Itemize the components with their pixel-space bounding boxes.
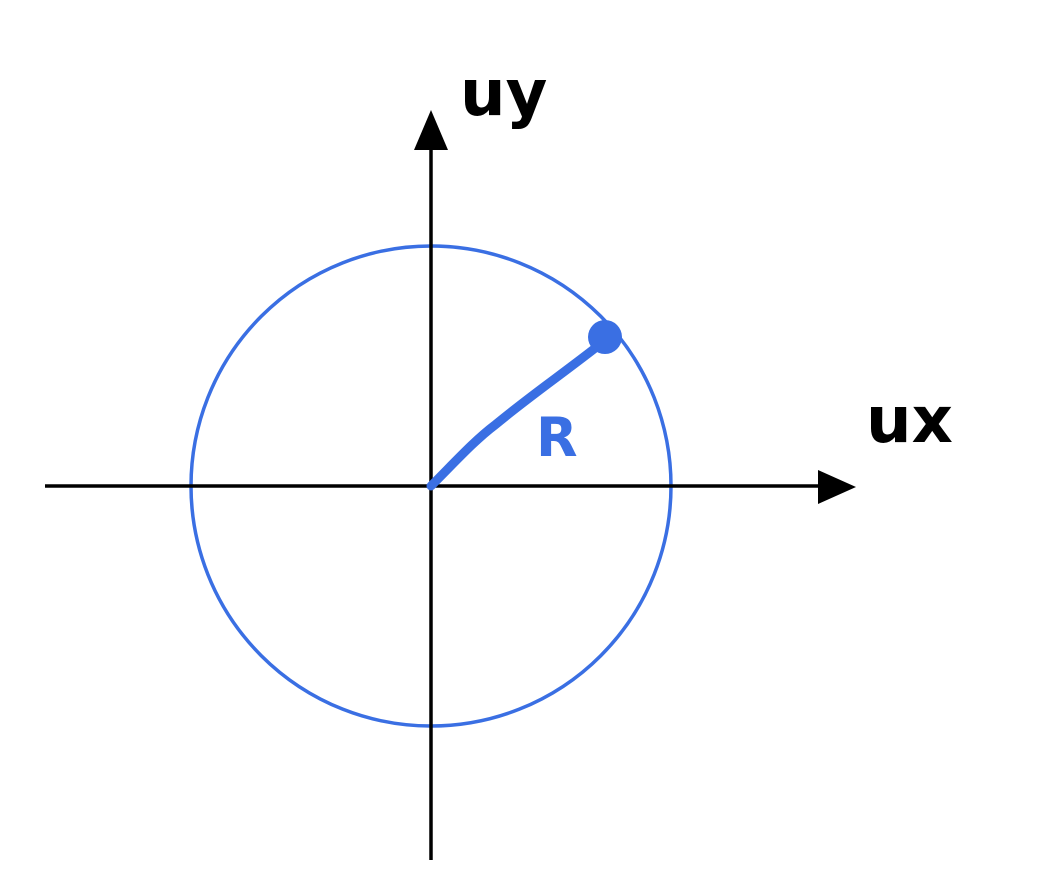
x-axis-label: ux <box>866 384 953 458</box>
radius-label: R <box>536 406 578 469</box>
radius-endpoint-dot <box>588 320 622 354</box>
x-axis-arrowhead <box>818 470 856 504</box>
y-axis-label: uy <box>460 57 547 131</box>
radius-line <box>426 337 608 491</box>
y-axis-arrowhead <box>414 110 448 150</box>
